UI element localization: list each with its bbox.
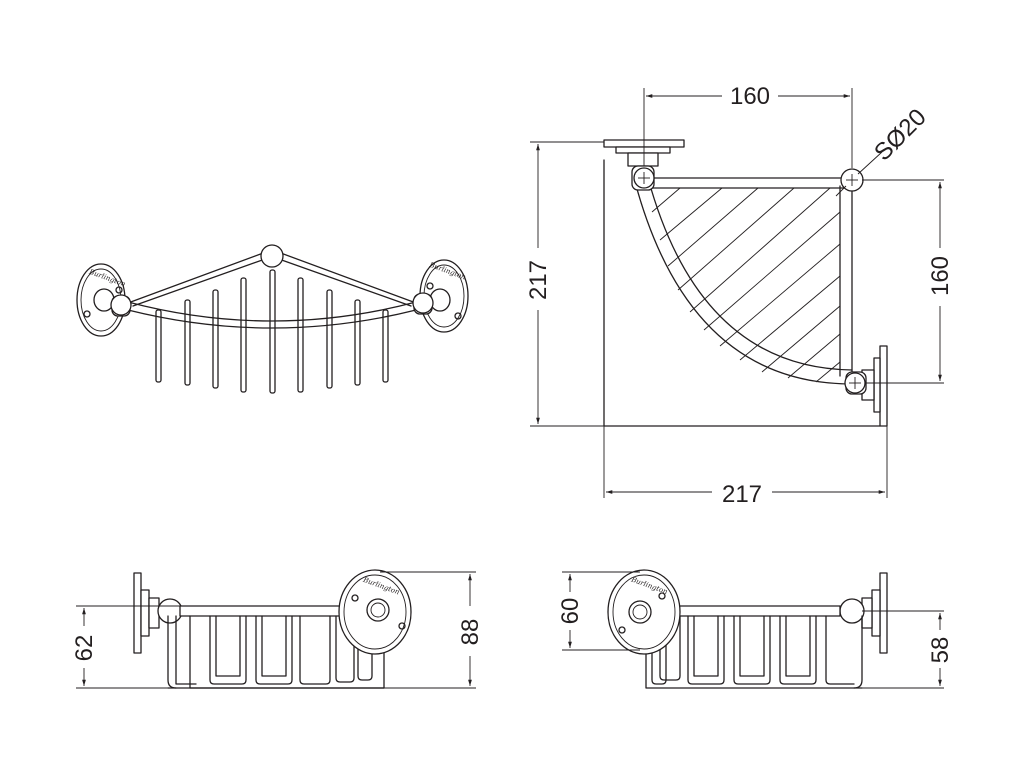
left-wall-flange: Burlington [76,263,127,337]
side-right-dimensions: 60 58 [557,571,954,689]
dim-left-view-total: 88 [457,619,484,646]
dim-ball-diameter: SØ20 [869,104,931,166]
dim-right-view-bottom: 58 [927,637,954,664]
side-left-dimensions: 62 88 [71,571,484,689]
dim-right-view-height: 60 [557,598,584,625]
side-flange [879,345,888,427]
corner-ball [260,244,284,268]
basket-wires [155,269,389,394]
dim-right-height: 160 [927,256,954,296]
plan-view [603,139,888,427]
dim-top-width: 160 [730,83,770,110]
front-view: Burlington Burlington [76,244,469,394]
dim-overall-height: 217 [525,260,552,300]
basket-side-wires [175,615,373,685]
basket-mesh [651,187,841,383]
side-view-left: Burlington [133,569,412,689]
dim-left-view-height: 62 [71,635,98,662]
dim-overall-width: 217 [722,481,762,508]
basket-side-wires [651,615,855,685]
basket-plan [633,177,853,385]
side-view-right: Burlington [607,569,888,689]
